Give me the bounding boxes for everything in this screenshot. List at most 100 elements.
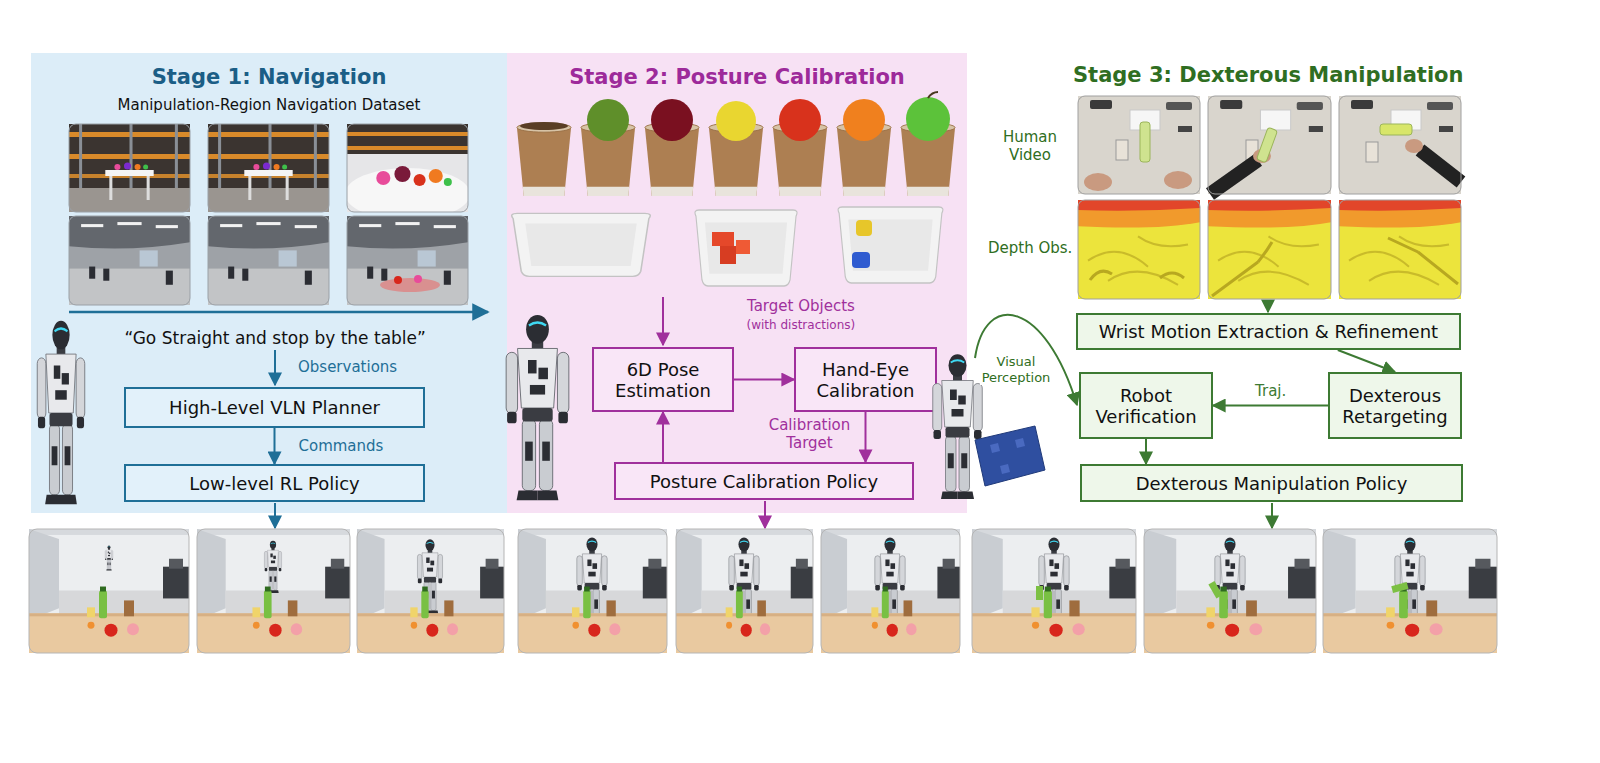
dataset-photos-part: [208, 124, 329, 212]
calibration-objects-part: [709, 123, 763, 196]
dataset-photos-part: [380, 278, 440, 292]
human-video-frames-part: [1339, 96, 1461, 194]
annotation-label: “Go Straight and stop by the table”: [125, 328, 426, 348]
human-video-frames: [1078, 96, 1461, 299]
calibration-objects-part: [736, 240, 750, 254]
panel-subtitle: Manipulation-Region Navigation Dataset: [31, 96, 507, 115]
process-box: Low-level RL Policy: [124, 464, 425, 502]
stage-heading: Stage 1: Navigation: [31, 64, 507, 90]
human-video-frames-part: [1116, 140, 1128, 160]
execution-frames: [29, 529, 1497, 653]
robot-figures-part: [37, 321, 85, 504]
calibration-objects-part: [856, 220, 872, 236]
flow-arrow: [662, 412, 664, 462]
execution-frames-part: [875, 537, 905, 628]
human-video-frames-part: [1388, 238, 1458, 284]
calibration-objects-part: [720, 246, 736, 264]
dataset-photos-part: [208, 216, 329, 305]
human-video-frames-part: [1208, 96, 1331, 194]
execution-frames-part: [1395, 537, 1425, 628]
execution-frames-part: [676, 587, 813, 653]
box-label: Wrist Motion Extraction & Refinement: [1099, 321, 1438, 342]
calibration-objects-part: [581, 123, 635, 196]
execution-frames-part: [1323, 529, 1497, 653]
robot-figures: [37, 315, 1045, 504]
flow-arrows-part: [975, 315, 1077, 405]
human-video-frames-part: [1339, 96, 1461, 194]
dataset-photos-part: [394, 276, 402, 284]
execution-frames-part: [417, 539, 442, 614]
execution-frames-part: [197, 587, 350, 653]
calibration-objects-part: [779, 99, 821, 141]
process-box: Robot Verification: [1079, 372, 1213, 439]
execution-frames-part: [357, 529, 504, 653]
execution-frames-part: [577, 537, 607, 628]
box-label: Low-level RL Policy: [189, 473, 360, 494]
robot-figures-part: [933, 354, 983, 499]
calibration-objects-part: [716, 101, 756, 141]
execution-frames-part: [1391, 582, 1408, 593]
execution-frames-part: [1144, 587, 1316, 653]
human-video-frames-part: [1078, 96, 1200, 194]
calibration-objects-part: [852, 252, 870, 268]
process-box: 6D Pose Estimation: [592, 347, 734, 412]
execution-frames-part: [357, 587, 504, 653]
annotation-label: Stage 3: Dexterous Manipulation: [1073, 63, 1463, 88]
box-label: High-Level VLN Planner: [169, 397, 380, 418]
calibration-objects-part: [843, 99, 885, 141]
annotation-label: Depth Obs.: [988, 239, 1072, 257]
calibration-objects-part: [906, 97, 950, 141]
calibration-objects-part: [901, 123, 955, 196]
execution-frames-part: [29, 587, 189, 653]
calibration-objects-part: [695, 210, 797, 286]
calibration-objects: [512, 92, 955, 286]
execution-frames-part: [357, 529, 504, 653]
stage-panel: Stage 1: NavigationManipulation-Region N…: [31, 53, 507, 513]
flow-arrow: [1145, 439, 1147, 464]
flow-arrows-part: [1271, 503, 1273, 528]
flow-arrows-part: [69, 311, 488, 314]
flow-arrow: [1213, 405, 1328, 407]
human-video-frames-part: [1253, 149, 1271, 163]
dataset-photos-part: [69, 124, 190, 212]
dataset-photos-part: [69, 124, 190, 212]
human-video-frames-part: [1078, 200, 1200, 299]
execution-frames-part: [518, 587, 667, 653]
calibration-objects-part: [520, 122, 568, 130]
human-video-frames-part: [1140, 122, 1150, 162]
flow-arrow: [734, 379, 794, 381]
dataset-photos-part: [347, 216, 468, 305]
execution-frames-part: [821, 587, 960, 653]
dataset-photos-part: [414, 275, 422, 283]
calibration-objects-part: [928, 92, 938, 98]
flow-arrows: [69, 297, 1272, 528]
process-box: Dexterous Manipulation Policy: [1080, 464, 1463, 502]
annotation-label: Target Objects: [747, 297, 855, 315]
robot-figures-part: [990, 438, 1025, 474]
execution-frames-part: [821, 529, 960, 653]
dataset-photos-part: [345, 124, 470, 220]
human-video-frames-part: [1090, 271, 1184, 280]
edge-label: Calibration Target: [762, 416, 858, 452]
execution-frames-part: [518, 529, 667, 653]
flow-arrows-part: [274, 350, 276, 385]
dataset-photos-part: [347, 124, 468, 212]
calibration-objects-part: [837, 123, 891, 196]
dataset-photos-part: [208, 124, 329, 212]
execution-frames-part: [29, 529, 189, 653]
human-video-frames-part: [1256, 127, 1277, 162]
calibration-objects-part: [838, 207, 943, 283]
process-box: High-Level VLN Planner: [124, 387, 425, 428]
execution-frames-part: [1208, 581, 1222, 598]
box-label: Dexterous Manipulation Policy: [1136, 473, 1408, 494]
human-video-frames-part: [1339, 200, 1461, 299]
annotation-label: Observations: [298, 358, 397, 376]
flow-arrow: [865, 412, 867, 462]
execution-frames-part: [972, 529, 1136, 653]
process-box: Wrist Motion Extraction & Refinement: [1076, 313, 1461, 350]
flow-arrows-part: [662, 297, 664, 345]
human-video-frames-part: [1420, 150, 1461, 182]
process-box: Dexterous Retargeting: [1328, 372, 1462, 439]
calibration-objects-part: [651, 99, 693, 141]
